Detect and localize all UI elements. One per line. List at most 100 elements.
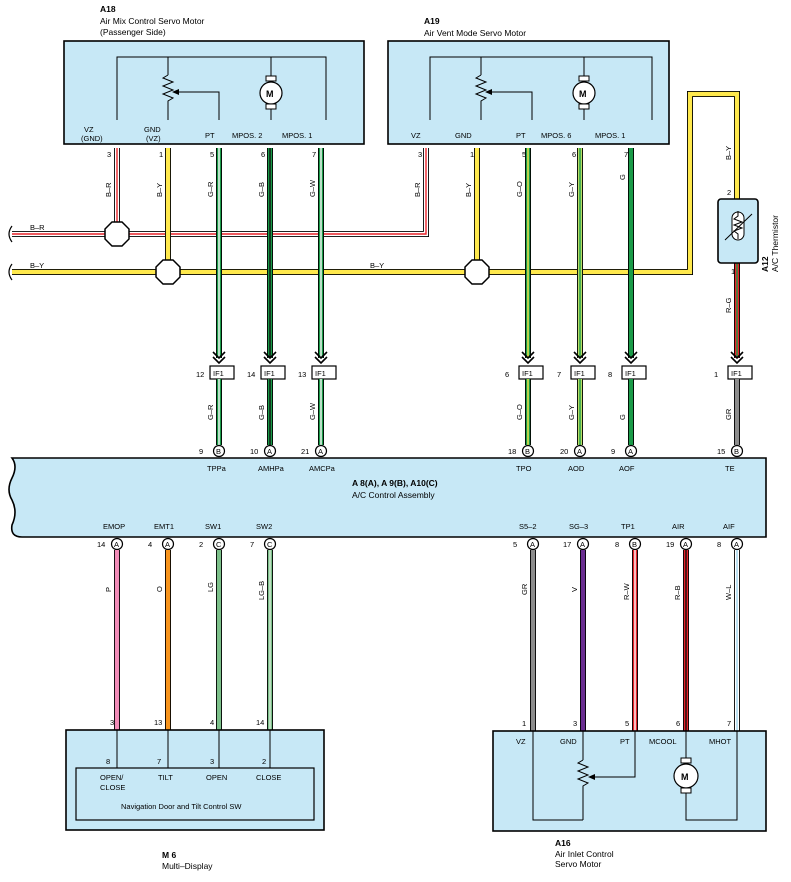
pin-conn-letter: A <box>628 447 633 456</box>
wire-label: GR <box>724 408 733 420</box>
a16-pin-label: VZ <box>516 737 526 746</box>
a18-name: Air Mix Control Servo Motor <box>100 16 205 26</box>
a19-name: Air Vent Mode Servo Motor <box>424 28 526 38</box>
pin-label: AMHPa <box>258 464 285 473</box>
if1-pin-num: 1 <box>714 370 718 379</box>
if1-label: IF1 <box>625 369 636 378</box>
a19-pin-label: PT <box>516 131 526 140</box>
pin-num: 7 <box>250 540 254 549</box>
pin-num: 2 <box>199 540 203 549</box>
splice-icon <box>155 259 181 285</box>
wire-label: W–L <box>724 585 733 600</box>
motor-icon: M <box>673 757 699 794</box>
pin-conn-letter: A <box>580 540 585 549</box>
pin-label: EMT1 <box>154 522 174 531</box>
pin-conn-letter: B <box>216 447 221 456</box>
component-ac-control: A 8(A), A 9(B), A10(C) A/C Control Assem… <box>8 444 767 551</box>
pin-num: 14 <box>97 540 105 549</box>
potentiometer-icon <box>161 74 175 108</box>
wire-label: G–O <box>515 181 524 197</box>
pin-label: AOF <box>619 464 635 473</box>
wire-label: G–B <box>257 405 266 420</box>
m6-inner-pin-label: OPEN/ <box>100 773 124 782</box>
connector-arrow-icon <box>730 351 744 365</box>
m6-inner-pin-num: 3 <box>210 757 214 766</box>
a19-pin-num: 1 <box>470 150 474 159</box>
pin-conn-letter: B <box>525 447 530 456</box>
a18-code: A18 <box>100 4 116 14</box>
wire-label: O <box>155 586 164 592</box>
pin-label: AIR <box>672 522 685 531</box>
if1-label: IF1 <box>315 369 326 378</box>
m6-inner-pin-label: CLOSE <box>256 773 281 782</box>
pin-label: TE <box>725 464 735 473</box>
if1-pin-num: 7 <box>557 370 561 379</box>
if1-label: IF1 <box>213 369 224 378</box>
pin-num: 19 <box>666 540 674 549</box>
wire-label: LG–B <box>257 581 266 600</box>
a18-pin-label: MPOS. 1 <box>282 131 312 140</box>
component-m6: 3 13 4 14 8 7 3 2 OPEN/ CLOSE TILT OPEN … <box>65 718 325 871</box>
pin-num: 8 <box>615 540 619 549</box>
pin-num: 10 <box>250 447 258 456</box>
connector-arrow-icon <box>624 351 638 365</box>
wire-label: G–Y <box>567 405 576 420</box>
m6-inner-pin-num: 2 <box>262 757 266 766</box>
pin-conn-letter: A <box>267 447 272 456</box>
pin-conn-letter: A <box>577 447 582 456</box>
a18-pin-label: VZ <box>84 125 94 134</box>
ac-bottom-pins: EMOPA14EMT1A4SW1C2SW2C7S5–2A5SG–3A17TP1B… <box>97 522 744 551</box>
a16-pin-label: PT <box>620 737 630 746</box>
pin-label: SW1 <box>205 522 221 531</box>
ac-bottom-pin: S5–2A5 <box>513 522 540 551</box>
if1-label: IF1 <box>264 369 275 378</box>
connector-arrow-icon <box>573 351 587 365</box>
pin-conn-letter: A <box>165 540 170 549</box>
component-a19: A19 Air Vent Mode Servo Motor M VZ GND P… <box>387 16 670 159</box>
a16-name: Air Inlet Control <box>555 849 614 859</box>
wire-label: G–W <box>308 179 317 197</box>
wire-label: R–G <box>724 297 733 313</box>
ac-name: A/C Control Assembly <box>352 490 435 500</box>
a18-pin-label: MPOS. 2 <box>232 131 262 140</box>
pin-num: 15 <box>717 447 725 456</box>
if1-pin-num: 13 <box>298 370 306 379</box>
m6-pin-num: 14 <box>256 718 264 727</box>
ac-box <box>8 457 767 538</box>
pin-num: 4 <box>148 540 152 549</box>
pin-label: S5–2 <box>519 522 537 531</box>
if1-pin-num: 12 <box>196 370 204 379</box>
pin-conn-letter: A <box>683 540 688 549</box>
wire-b-y <box>12 91 740 275</box>
pin-conn-letter: A <box>530 540 535 549</box>
wire-label: G <box>618 414 627 420</box>
a19-pin-label: VZ <box>411 131 421 140</box>
pin-num: 17 <box>563 540 571 549</box>
a18-sub: (Passenger Side) <box>100 27 166 37</box>
a18-pin-num: 7 <box>312 150 316 159</box>
pin-conn-letter: C <box>267 540 273 549</box>
a18-pin-num: 5 <box>210 150 214 159</box>
a18-pin-num: 1 <box>159 150 163 159</box>
m6-inner-pin-num: 8 <box>106 757 110 766</box>
ac-code: A 8(A), A 9(B), A10(C) <box>352 478 438 488</box>
wire-label: G <box>618 174 627 180</box>
wire-label: B–Y <box>464 183 473 197</box>
a12-name: A/C Thermistor <box>770 215 780 272</box>
component-a18: A18 Air Mix Control Servo Motor (Passeng… <box>63 4 365 159</box>
a16-pin-label: MHOT <box>709 737 731 746</box>
svg-text:M: M <box>579 89 587 99</box>
pin-label: TP1 <box>621 522 635 531</box>
